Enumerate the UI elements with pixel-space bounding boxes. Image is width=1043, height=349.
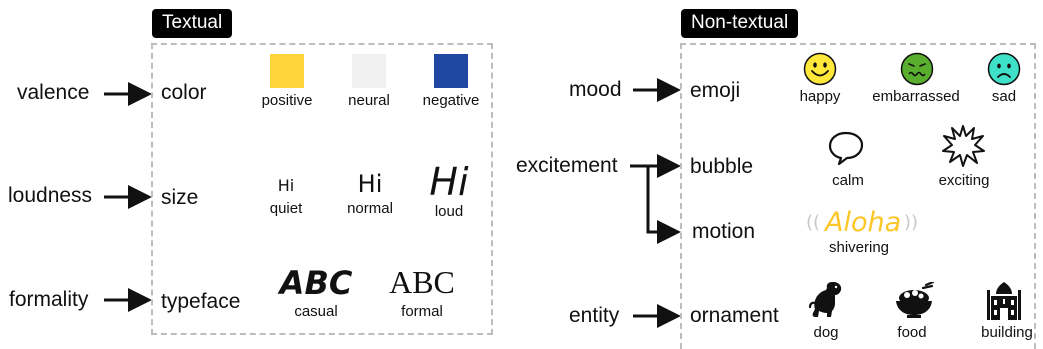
swatch-positive: [270, 54, 304, 88]
nontextual-title: Non-textual: [681, 9, 799, 38]
caption-happy: happy: [799, 88, 841, 105]
food-bowl-icon: [896, 282, 935, 318]
caption-dog: dog: [813, 324, 839, 341]
caption-positive: positive: [261, 92, 313, 109]
label-ornament: ornament: [690, 304, 779, 327]
swatch-negative: [434, 54, 468, 88]
label-entity: entity: [569, 304, 620, 327]
label-loudness: loudness: [8, 184, 93, 207]
textual-title: Textual: [152, 9, 233, 38]
abc-casual: ABC: [279, 264, 353, 302]
caption-formal: formal: [401, 303, 443, 320]
hi-normal: Hi: [357, 170, 383, 198]
aloha-text: Aloha: [825, 207, 902, 238]
caption-casual: casual: [294, 303, 338, 320]
caption-normal: normal: [347, 200, 393, 217]
arrow-excitement-motion: [646, 166, 681, 244]
label-motion: motion: [692, 220, 756, 243]
caption-negative: negative: [422, 92, 480, 109]
caption-quiet: quiet: [269, 200, 303, 217]
nontextual-panel: [680, 43, 1036, 349]
label-typeface: typeface: [161, 290, 241, 313]
hi-loud: Hi: [429, 160, 469, 204]
label-mood: mood: [569, 78, 622, 101]
speech-bubble-icon: [828, 131, 864, 166]
sad-face-icon: [987, 52, 1021, 86]
label-excitement: excitement: [516, 154, 618, 177]
label-emoji: emoji: [690, 79, 741, 102]
embarrassed-face-icon: [900, 52, 934, 86]
abc-formal: ABC: [389, 264, 455, 300]
label-size: size: [161, 186, 199, 209]
label-color: color: [161, 81, 207, 104]
hi-quiet: Hi: [277, 176, 295, 195]
caption-building: building: [981, 324, 1033, 341]
caption-loud: loud: [434, 203, 464, 220]
happy-face-icon: [803, 52, 837, 86]
burst-bubble-icon: [942, 125, 985, 167]
caption-shivering: shivering: [828, 239, 890, 256]
motion-lines-left: ((: [806, 212, 821, 233]
building-icon: [987, 282, 1021, 320]
caption-sad: sad: [991, 88, 1017, 105]
dog-icon: [808, 282, 842, 317]
caption-neural: neural: [348, 92, 390, 109]
caption-embarrassed: embarrassed: [872, 88, 960, 105]
label-valence: valence: [17, 81, 90, 104]
caption-calm: calm: [832, 172, 864, 189]
label-formality: formality: [9, 288, 89, 311]
motion-lines-right: )): [904, 212, 919, 233]
swatch-neural: [352, 54, 386, 88]
label-bubble: bubble: [690, 155, 754, 178]
caption-food: food: [897, 324, 927, 341]
caption-exciting: exciting: [938, 172, 990, 189]
textual-panel: [151, 43, 493, 335]
